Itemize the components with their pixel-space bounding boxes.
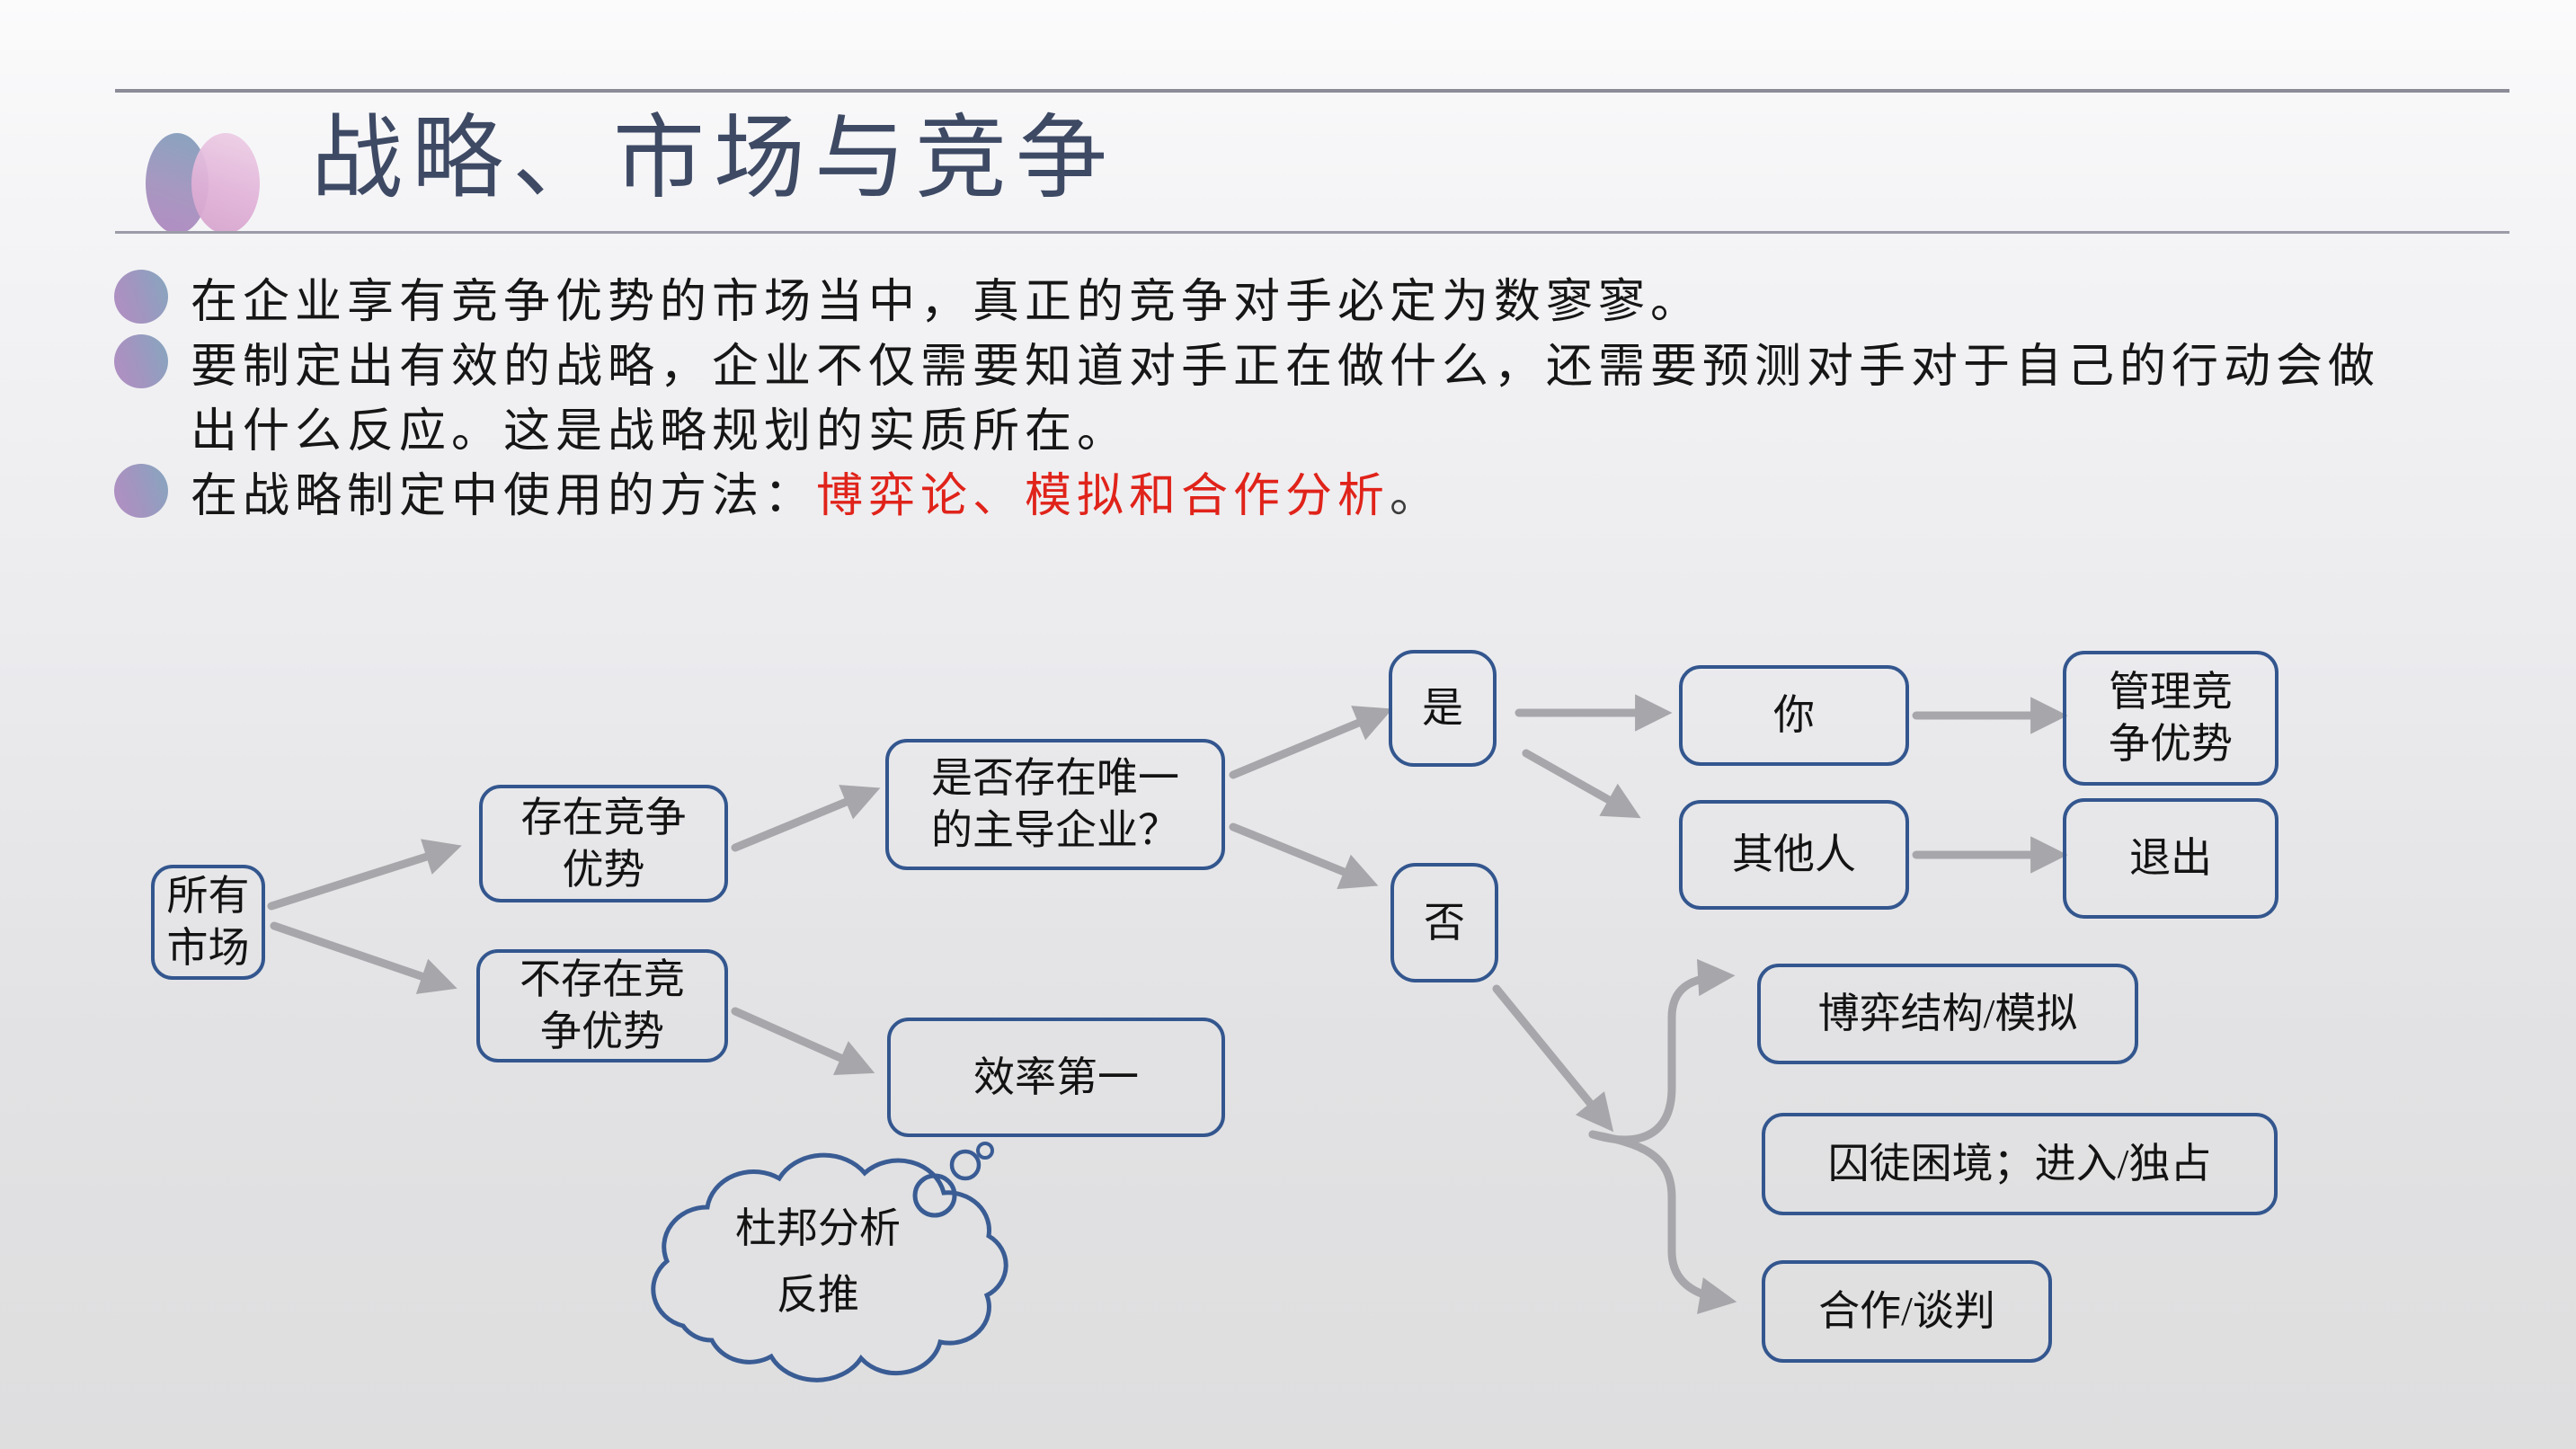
flow-node-label: 效率第一 — [973, 1053, 1139, 1100]
flow-node-label: 所有市场 — [166, 873, 250, 971]
flow-node-label: 退出 — [2129, 835, 2212, 881]
flow-node-has-advantage: 存在竞争优势 — [479, 785, 728, 902]
flow-node-yes: 是 — [1389, 650, 1497, 767]
methods-highlight: 博弈论、模拟和合作分析 — [816, 470, 1390, 522]
flow-node-dominant-question: 是否存在唯一的主导企业？ — [885, 739, 1225, 870]
flow-node-label: 囚徒困境；进入/独占 — [1827, 1141, 2212, 1187]
bullet-line-1: 在企业享有竞争优势的市场当中，真正的竞争对手必定为数寥寥。 — [191, 276, 1703, 328]
flow-node-exit: 退出 — [2063, 798, 2278, 919]
flow-node-prisoners-dilemma: 囚徒困境；进入/独占 — [1762, 1113, 2278, 1215]
flow-node-label: 不存在竞争优势 — [519, 956, 685, 1054]
arrow-no-advantage-to-efficiency — [731, 1007, 875, 1076]
flow-node-label: 是 — [1422, 685, 1463, 731]
thought-bubble-small-icon — [976, 1142, 994, 1160]
methods-period: 。 — [1390, 470, 1443, 522]
branch-to-game-structure — [1588, 958, 1736, 1144]
bullet-icon — [114, 334, 168, 388]
bullet-icon — [114, 270, 168, 324]
bullet-line-3: 出什么反应。这是战略规划的实质所在。 — [191, 405, 1130, 458]
cloud-line-1: 杜邦分析 — [735, 1205, 901, 1251]
flow-node-game-structure: 博弈结构/模拟 — [1757, 964, 2138, 1064]
title-accent-circle-right — [191, 133, 260, 234]
flow-node-others: 其他人 — [1679, 800, 1909, 910]
bullet-icon — [114, 464, 168, 518]
flow-node-label: 存在竞争优势 — [520, 794, 687, 893]
flow-node-label: 你 — [1773, 692, 1815, 738]
header-top-rule — [115, 89, 2509, 93]
thought-cloud-text: 杜邦分析 反推 — [679, 1196, 957, 1329]
page-title: 战略、市场与竞争 — [311, 109, 1116, 210]
flow-node-label: 其他人 — [1732, 831, 1856, 877]
flow-node-label: 否 — [1424, 899, 1465, 946]
flow-node-manage-advantage: 管理竞争优势 — [2063, 651, 2278, 786]
flow-node-cooperation: 合作/谈判 — [1762, 1260, 2052, 1363]
bullet-line-2: 要制定出有效的战略，企业不仅需要知道对手正在做什么，还需要预测对手对于自己的行动… — [191, 341, 2381, 393]
bullet-line-4: 在战略制定中使用的方法：博弈论、模拟和合作分析。 — [191, 458, 2545, 523]
flow-node-you: 你 — [1679, 665, 1909, 766]
arrow-all-to-no-advantage — [270, 921, 457, 994]
flow-node-efficiency-first: 效率第一 — [887, 1018, 1225, 1137]
arrow-no-to-branch — [1492, 984, 1614, 1133]
branch-to-cooperation — [1588, 1130, 1737, 1314]
arrow-all-to-has-advantage — [267, 839, 462, 911]
thought-bubble-medium-icon — [949, 1149, 982, 1181]
arrow-yes-to-others — [1522, 749, 1641, 819]
bullet-text-block: 在企业享有竞争优势的市场当中，真正的竞争对手必定为数寥寥。 要制定出有效的战略，… — [191, 264, 2545, 523]
flow-node-all-markets: 所有市场 — [151, 865, 265, 980]
arrow-has-advantage-to-question — [731, 785, 881, 852]
arrow-question-to-no — [1229, 822, 1379, 890]
flow-node-label: 博弈结构/模拟 — [1817, 991, 2078, 1036]
methods-label: 在战略制定中使用的方法： — [191, 470, 817, 522]
flow-node-no: 否 — [1390, 863, 1498, 982]
cloud-line-2: 反推 — [777, 1272, 859, 1318]
header-bottom-rule — [115, 231, 2509, 234]
flow-node-label: 管理竞争优势 — [2109, 669, 2233, 767]
arrow-question-to-yes — [1229, 706, 1393, 779]
flow-node-no-advantage: 不存在竞争优势 — [476, 949, 728, 1062]
flow-node-label: 合作/谈判 — [1818, 1288, 1995, 1334]
flow-node-label: 是否存在唯一的主导企业？ — [931, 755, 1179, 853]
